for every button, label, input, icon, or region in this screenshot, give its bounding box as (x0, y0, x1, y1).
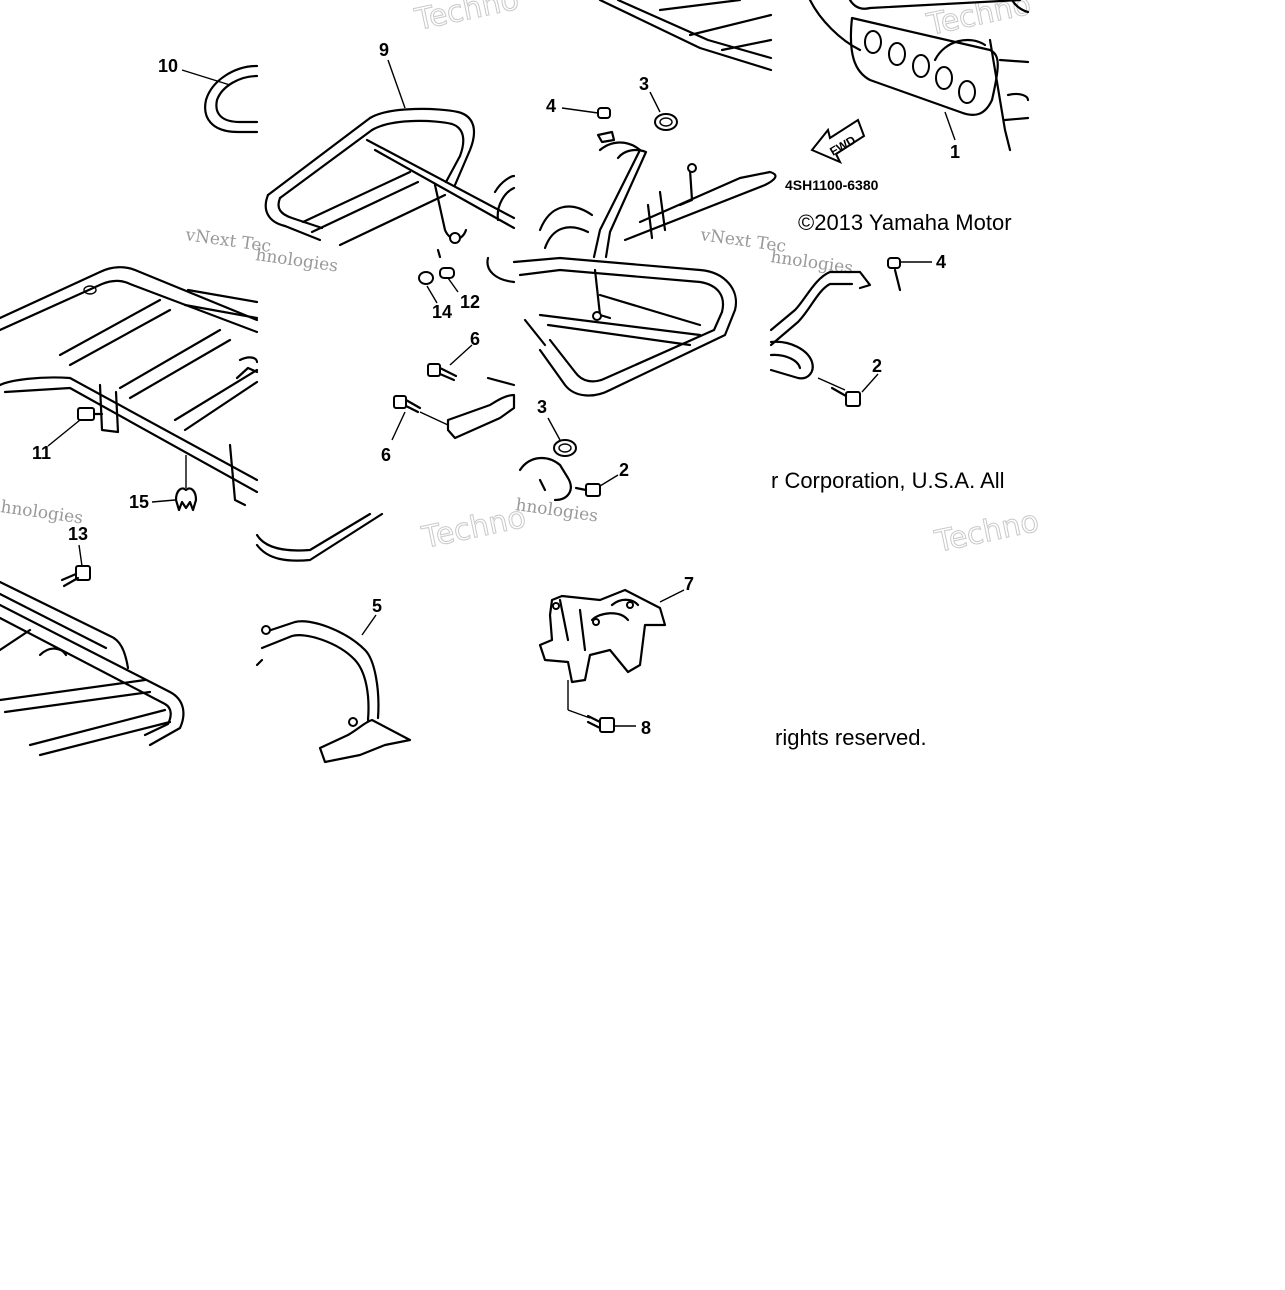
bolt-6b (393, 395, 422, 414)
callout-12: 12 (460, 292, 480, 312)
bracket-7 (538, 588, 667, 684)
callout-13: 13 (68, 524, 88, 544)
bolt-2a (574, 483, 601, 497)
bolt-13 (60, 565, 91, 588)
leader-line (78, 544, 83, 567)
front-carrier-9 (264, 107, 516, 247)
watermark-text: hnologies (254, 245, 339, 276)
bolt-8 (586, 714, 615, 733)
callout-1: 1 (950, 142, 960, 162)
leader-line (181, 69, 231, 86)
callout-3: 3 (639, 74, 649, 94)
leader-line (567, 709, 591, 719)
frame-bracket (769, 268, 902, 380)
callout-6: 6 (381, 445, 391, 465)
bolt-6a (427, 363, 458, 382)
copyright-line-1: ©2013 Yamaha Motor (798, 210, 1012, 235)
nut-14 (418, 271, 434, 285)
leader-line (47, 419, 81, 447)
watermark-text: hnologies (769, 247, 854, 278)
callout-11: 11 (32, 443, 51, 463)
callout-2: 2 (872, 356, 882, 376)
grommet-3b (553, 439, 577, 457)
bolt-2b (830, 386, 861, 407)
fwd-arrow-icon: FWD (810, 118, 866, 164)
leader-line (547, 417, 561, 441)
watermark-text: Techno (418, 500, 529, 556)
rear-carrier-13 (0, 580, 185, 757)
leader-line (426, 285, 438, 304)
bolt-11 (77, 407, 104, 421)
leader-line (659, 589, 685, 603)
nut-4 (597, 107, 611, 119)
watermark-text: Techno (931, 504, 1042, 560)
callout-6: 6 (470, 329, 480, 349)
part-code: 4SH1100-6380 (785, 177, 879, 193)
front-frame (538, 0, 777, 259)
callout-15: 15 (129, 492, 149, 512)
callout-2: 2 (619, 460, 629, 480)
callout-9: 9 (379, 40, 389, 60)
leader-line (361, 614, 377, 636)
leader-line (391, 411, 406, 441)
callout-4: 4 (546, 96, 556, 116)
leader-line (387, 59, 406, 109)
callout-5: 5 (372, 596, 382, 616)
clip-15 (174, 487, 198, 512)
leader-line (599, 474, 619, 487)
leader-line (561, 107, 599, 114)
leader-line (649, 91, 661, 113)
rear-carrier-10 (204, 64, 259, 134)
nut-4b (887, 257, 901, 269)
rack-rail (255, 512, 384, 562)
leader-line (817, 377, 846, 391)
guard-5 (255, 620, 412, 764)
watermark-text: Techno (411, 0, 522, 38)
copyright-line-3: rights reserved. (775, 725, 927, 750)
callout-8: 8 (641, 718, 651, 738)
front-carrier (512, 256, 738, 397)
leader-line (449, 344, 473, 366)
callout-3: 3 (537, 397, 547, 417)
grommet-3 (654, 113, 678, 131)
leader-line (151, 499, 176, 503)
callout-14: 14 (432, 302, 452, 322)
leader-line (447, 277, 459, 293)
front-guard-1 (808, 0, 1030, 152)
bracket-6 (446, 376, 516, 440)
leader-line (944, 111, 956, 141)
copyright-line-2: r Corporation, U.S.A. All (771, 468, 1005, 493)
leader-line (419, 411, 449, 426)
leader-line (861, 373, 879, 393)
callout-7: 7 (684, 574, 694, 594)
collar-12 (439, 267, 455, 279)
callout-10: 10 (158, 56, 178, 76)
rear-carrier (0, 266, 259, 507)
callout-4: 4 (936, 252, 946, 272)
